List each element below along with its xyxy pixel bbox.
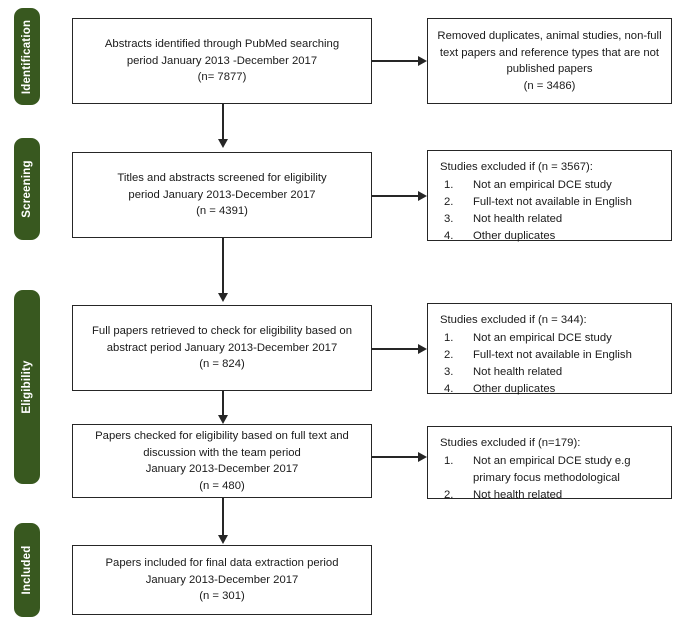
arrowhead-box2-to-box3	[218, 293, 228, 302]
arrowhead-box4-to-excl4	[418, 452, 427, 462]
excl3-item1-num: 2.	[444, 349, 454, 361]
box2-line3: (n = 4391)	[196, 205, 248, 218]
list-item: 4. Other duplicates	[440, 228, 665, 245]
excl4-item1-num: 2.	[444, 489, 454, 501]
connector-box1-to-removed1	[372, 60, 420, 62]
arrowhead-box1-to-box2	[218, 139, 228, 148]
list-item: 3. Not health related	[440, 364, 665, 381]
box4-line2: discussion with the team period	[143, 446, 301, 459]
excl4-list: 1. Not an empirical DCE study e.g primar…	[440, 453, 665, 504]
connector-box3-to-excl3	[372, 348, 420, 350]
excl2-item1-text: Full-text not available in English	[473, 196, 632, 208]
list-item: 1. Not an empirical DCE study e.g primar…	[440, 453, 665, 487]
box3-line2: abstract period January 2013-December 20…	[106, 341, 338, 354]
connector-box4-to-box5	[222, 498, 224, 538]
excl4-item0-num: 1.	[444, 455, 454, 467]
excl3-item2-text: Not health related	[473, 366, 563, 378]
excl2-item1-num: 2.	[444, 196, 454, 208]
stage-label-eligibility: Eligibility	[21, 360, 33, 414]
excl3-list: 1. Not an empirical DCE study 2. Full-te…	[440, 330, 665, 398]
box5-line2: January 2013-December 2017	[145, 573, 299, 586]
excl2-item0-num: 1.	[444, 179, 454, 191]
excl2-heading: Studies excluded if (n = 3567):	[440, 161, 593, 173]
arrowhead-box3-to-box4	[218, 415, 228, 424]
removed1-line4: (n = 3486)	[523, 79, 576, 92]
connector-box4-to-excl4	[372, 456, 420, 458]
box5-line3: (n = 301)	[199, 590, 245, 603]
stage-label-screening: Screening	[21, 160, 33, 218]
excl4-heading: Studies excluded if (n=179):	[440, 437, 581, 449]
excl2-item2-num: 3.	[444, 213, 454, 225]
excl4-item0-text: Not an empirical DCE study e.g primary f…	[473, 455, 631, 484]
connector-box2-to-box3	[222, 238, 224, 296]
list-item: 2. Full-text not available in English	[440, 347, 665, 364]
connector-box3-to-box4	[222, 391, 224, 418]
list-item: 2. Full-text not available in English	[440, 194, 665, 211]
excl3-item3-text: Other duplicates	[473, 383, 556, 395]
flow-box-papers-included-final: Papers included for final data extractio…	[72, 545, 372, 615]
box1-line3: (n= 7877)	[197, 71, 247, 84]
list-item: 3. Not health related	[440, 211, 665, 228]
flow-box-studies-excluded-344: Studies excluded if (n = 344): 1. Not an…	[427, 303, 672, 395]
list-item: 2. Not health related	[440, 487, 665, 504]
connector-box1-to-box2	[222, 104, 224, 142]
excl4-item1-text: Not health related	[473, 489, 563, 501]
stage-bar-identification: Identification	[14, 8, 40, 105]
stage-label-identification: Identification	[21, 19, 33, 94]
stage-bar-screening: Screening	[14, 138, 40, 240]
connector-box2-to-excl2	[372, 195, 420, 197]
removed1-line2: text papers and reference types that are…	[439, 46, 660, 59]
excl2-item0-text: Not an empirical DCE study	[473, 179, 612, 191]
box3-line1: Full papers retrieved to check for eligi…	[92, 325, 352, 338]
flow-box-full-papers-retrieved: Full papers retrieved to check for eligi…	[72, 305, 372, 391]
removed1-line3: published papers	[506, 63, 593, 75]
flow-box-studies-excluded-179: Studies excluded if (n=179): 1. Not an e…	[427, 426, 672, 501]
excl3-item3-num: 4.	[444, 383, 454, 395]
box3-line3: (n = 824)	[199, 358, 245, 371]
excl3-item1-text: Full-text not available in English	[473, 349, 632, 361]
stage-label-included: Included	[21, 545, 33, 595]
flow-box-papers-checked-full-text: Papers checked for eligibility based on …	[72, 424, 372, 498]
excl2-item3-text: Other duplicates	[473, 230, 556, 242]
box4-line3: January 2013-December 2017	[145, 463, 299, 475]
list-item: 1. Not an empirical DCE study	[440, 177, 665, 194]
stage-bar-eligibility: Eligibility	[14, 290, 40, 484]
flow-box-titles-abstracts-screened: Titles and abstracts screened for eligib…	[72, 152, 372, 238]
excl3-heading: Studies excluded if (n = 344):	[440, 314, 587, 326]
excl2-item2-text: Not health related	[473, 213, 563, 225]
stage-bar-included: Included	[14, 523, 40, 617]
flow-box-abstracts-identified: Abstracts identified through PubMed sear…	[72, 18, 372, 104]
box4-line1: Papers checked for eligibility based on …	[95, 430, 349, 442]
list-item: 1. Not an empirical DCE study	[440, 330, 665, 347]
arrowhead-box2-to-excl2	[418, 191, 427, 201]
box1-line1: Abstracts identified through PubMed sear…	[104, 38, 340, 51]
excl2-list: 1. Not an empirical DCE study 2. Full-te…	[440, 177, 665, 245]
box1-line2: period January 2013 -December 2017	[126, 54, 318, 67]
arrowhead-box1-to-removed1	[418, 56, 427, 66]
excl3-item0-num: 1.	[444, 332, 454, 344]
excl2-item3-num: 4.	[444, 230, 454, 242]
arrowhead-box4-to-box5	[218, 535, 228, 544]
flow-box-studies-excluded-3567: Studies excluded if (n = 3567): 1. Not a…	[427, 150, 672, 242]
box2-line2: period January 2013-December 2017	[128, 188, 316, 201]
flow-box-removed-duplicates: Removed duplicates, animal studies, non-…	[427, 18, 672, 104]
excl3-item0-text: Not an empirical DCE study	[473, 332, 612, 344]
removed1-line1: Removed duplicates, animal studies, non-…	[437, 30, 662, 42]
arrowhead-box3-to-excl3	[418, 344, 427, 354]
box2-line1: Titles and abstracts screened for eligib…	[117, 172, 327, 185]
box5-line1: Papers included for final data extractio…	[105, 557, 339, 570]
list-item: 4. Other duplicates	[440, 381, 665, 398]
box4-line4: (n = 480)	[199, 479, 245, 492]
excl3-item2-num: 3.	[444, 366, 454, 378]
